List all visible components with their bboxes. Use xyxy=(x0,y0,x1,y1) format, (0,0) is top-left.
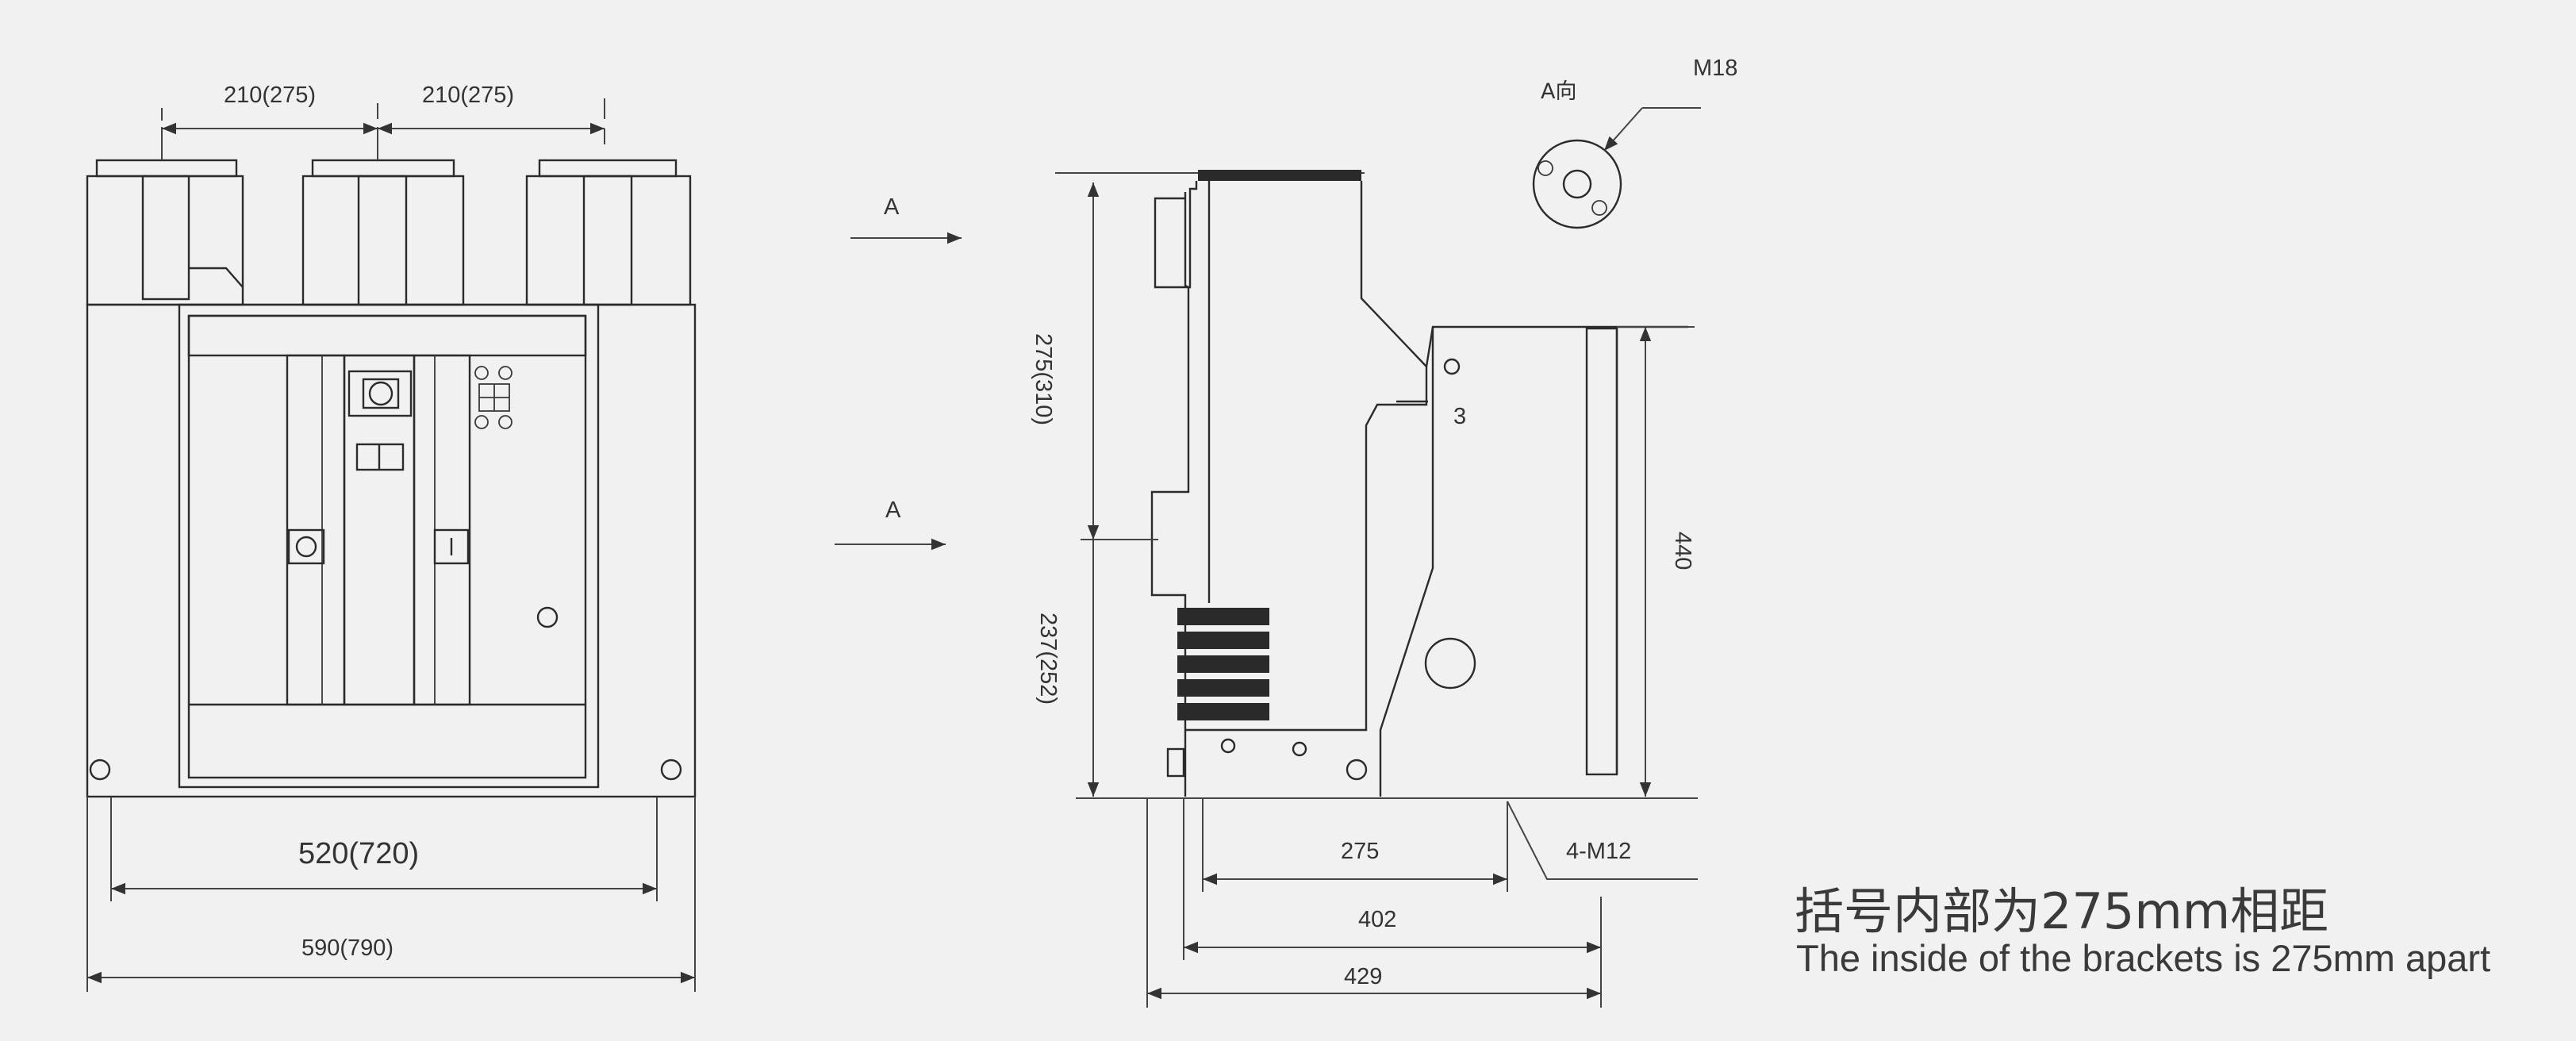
depth-dimensions xyxy=(1146,798,1698,1008)
dim-pitch-left: 210(275) xyxy=(224,83,316,108)
dim-402: 402 xyxy=(1358,907,1396,932)
top-busbar xyxy=(1198,170,1361,181)
open-button xyxy=(433,528,470,565)
dim-upper-height: 275(310) xyxy=(1031,333,1056,425)
side-view: 275(310) 237(252) 440 3 275 402 429 4-M1… xyxy=(1031,170,1698,1008)
part-number-3: 3 xyxy=(1453,404,1466,429)
detail-a-view xyxy=(1532,107,1701,229)
view-direction-arrows xyxy=(835,232,962,551)
pole-terminals xyxy=(86,159,692,306)
dim-lower-height: 237(252) xyxy=(1035,613,1061,705)
status-lamps xyxy=(474,366,513,429)
close-button xyxy=(287,528,325,565)
mounting-hole xyxy=(89,759,111,781)
dim-total-height: 440 xyxy=(1670,532,1695,570)
front-view: 210(275) 210(275) 520(720) 590(790) xyxy=(86,83,697,992)
dim-429: 429 xyxy=(1344,964,1382,989)
top-pitch-dimensions xyxy=(161,98,605,160)
height-dimensions xyxy=(1081,182,1652,797)
bolt-spec: 4-M12 xyxy=(1566,839,1631,864)
thread-spec-m18: M18 xyxy=(1693,56,1737,81)
bracket-note-english: The inside of the brackets is 275mm apar… xyxy=(1796,937,2491,979)
arrow-label-a-upper: A xyxy=(884,194,900,220)
operation-indicator xyxy=(347,370,413,417)
bracket-note-chinese: 括号内部为275mm相距 xyxy=(1795,882,2329,940)
dim-outer-width: 590(790) xyxy=(301,935,394,961)
width-dimensions xyxy=(86,797,696,992)
secondary-terminal-block xyxy=(1166,608,1269,778)
dim-275: 275 xyxy=(1341,839,1379,864)
mounting-hole xyxy=(660,759,682,781)
arrow-label-a-lower: A xyxy=(885,497,901,523)
detail-a-title: A向 xyxy=(1541,79,1576,104)
dim-pitch-right: 210(275) xyxy=(422,83,514,108)
dim-inner-width: 520(720) xyxy=(298,837,419,870)
